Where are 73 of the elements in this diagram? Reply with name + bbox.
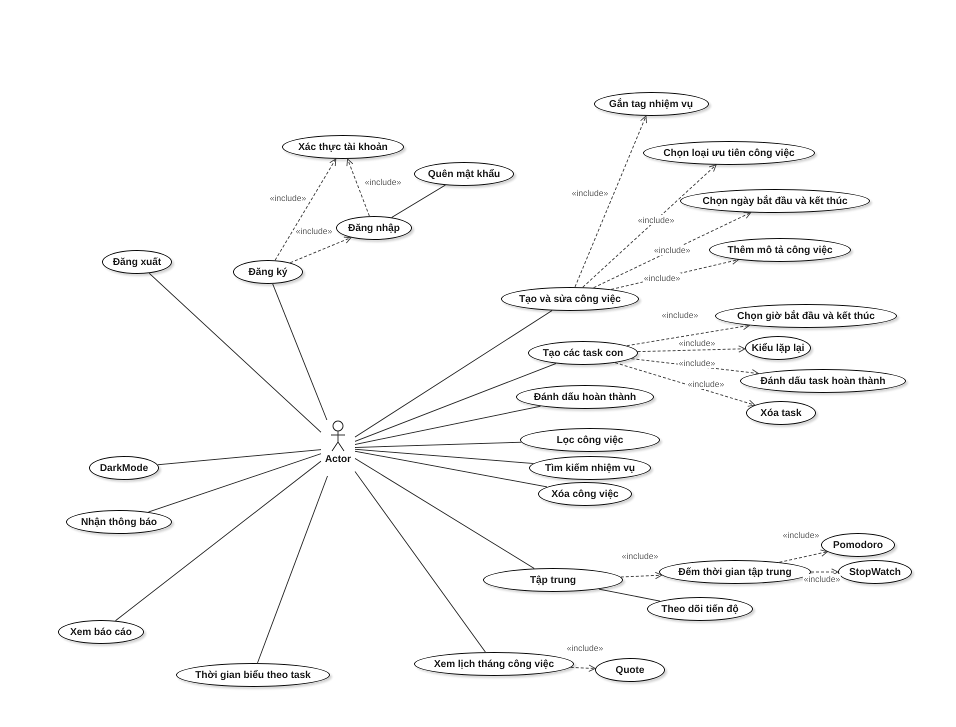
association-line [391, 184, 446, 218]
use-case-ellipse: Đăng ký [233, 260, 303, 284]
use-case-ellipse: Chọn ngày bắt đầu và kết thúc [680, 189, 870, 213]
association-line [354, 471, 486, 653]
association-line [354, 406, 541, 445]
include-arrow [614, 362, 756, 407]
edge-label: «include» [678, 358, 716, 368]
include-arrow [778, 549, 828, 563]
use-case-ellipse: Chọn giờ bắt đầu và kết thúc [715, 304, 897, 328]
association-line [598, 588, 660, 602]
use-case-ellipse: DarkMode [89, 456, 159, 480]
use-case-ellipse: Đánh dấu task hoàn thành [740, 369, 906, 393]
edge-label: «include» [652, 245, 692, 256]
use-case-ellipse: Theo dõi tiến độ [647, 597, 753, 621]
include-arrow [346, 158, 370, 217]
use-case-ellipse: Tạo các task con [528, 341, 638, 365]
edge-label: «include» [686, 379, 726, 389]
use-case-ellipse: Thêm mô tả công việc [709, 238, 851, 262]
include-arrow [620, 572, 662, 580]
edge-label: «include» [642, 272, 682, 282]
association-line [354, 448, 534, 464]
include-arrow [637, 345, 746, 353]
association-line [354, 310, 552, 438]
edge-label: «include» [566, 643, 604, 653]
association-line [157, 449, 322, 466]
edge-label: «include» [802, 574, 842, 584]
association-line [272, 283, 328, 420]
edge-label: «include» [678, 338, 716, 348]
association-line [354, 450, 548, 488]
edge-label: «include» [782, 530, 820, 540]
include-arrow [582, 164, 717, 288]
use-case-ellipse: Chọn loại ưu tiên công việc [643, 141, 815, 165]
include-arrow [574, 116, 647, 288]
edge-label: «include» [570, 188, 610, 198]
edge-label: «include» [294, 226, 334, 236]
use-case-ellipse: Nhận thông báo [66, 510, 172, 534]
use-case-ellipse: Pomodoro [821, 533, 895, 557]
actor-name: Actor [324, 454, 352, 465]
use-case-ellipse: Lọc công việc [520, 428, 660, 452]
use-case-ellipse: Thời gian biểu theo task [176, 663, 330, 687]
association-line [257, 476, 328, 664]
association-line [148, 272, 322, 433]
use-case-ellipse: Đăng xuất [102, 250, 172, 274]
use-case-ellipse: Đánh dấu hoàn thành [516, 385, 654, 409]
use-case-ellipse: Quên mật khẩu [414, 162, 514, 186]
include-arrow [570, 664, 596, 672]
edge-label: «include» [636, 214, 676, 225]
include-arrow [810, 568, 838, 576]
edge-label: «include» [620, 551, 660, 561]
use-case-ellipse: Tìm kiếm nhiệm vụ [529, 456, 651, 480]
edge-label: «include» [660, 310, 700, 320]
use-case-ellipse: Tạo và sửa công việc [501, 287, 639, 311]
association-line [354, 458, 535, 569]
association-line [354, 363, 556, 442]
use-case-ellipse: Xem lịch tháng công việc [414, 652, 574, 676]
association-line [354, 442, 522, 448]
include-arrow [274, 158, 336, 261]
association-line [115, 460, 322, 622]
include-arrow [626, 322, 750, 346]
use-case-ellipse: Xóa công việc [538, 482, 632, 506]
edge-label: «include» [268, 193, 308, 203]
edge-label: «include» [364, 177, 402, 187]
association-line [148, 453, 322, 512]
use-case-ellipse: Đăng nhập [336, 216, 412, 240]
use-case-ellipse: Kiểu lặp lại [745, 336, 811, 360]
use-case-ellipse: Xóa task [746, 401, 816, 425]
use-case-ellipse: Quote [595, 658, 665, 682]
use-case-ellipse: Tập trung [483, 568, 623, 592]
use-case-ellipse: Gắn tag nhiệm vụ [594, 92, 708, 116]
use-case-ellipse: Xem báo cáo [58, 620, 144, 644]
include-arrow [593, 212, 752, 288]
use-case-ellipse: Xác thực tài khoản [282, 135, 404, 159]
include-arrow [290, 236, 352, 264]
